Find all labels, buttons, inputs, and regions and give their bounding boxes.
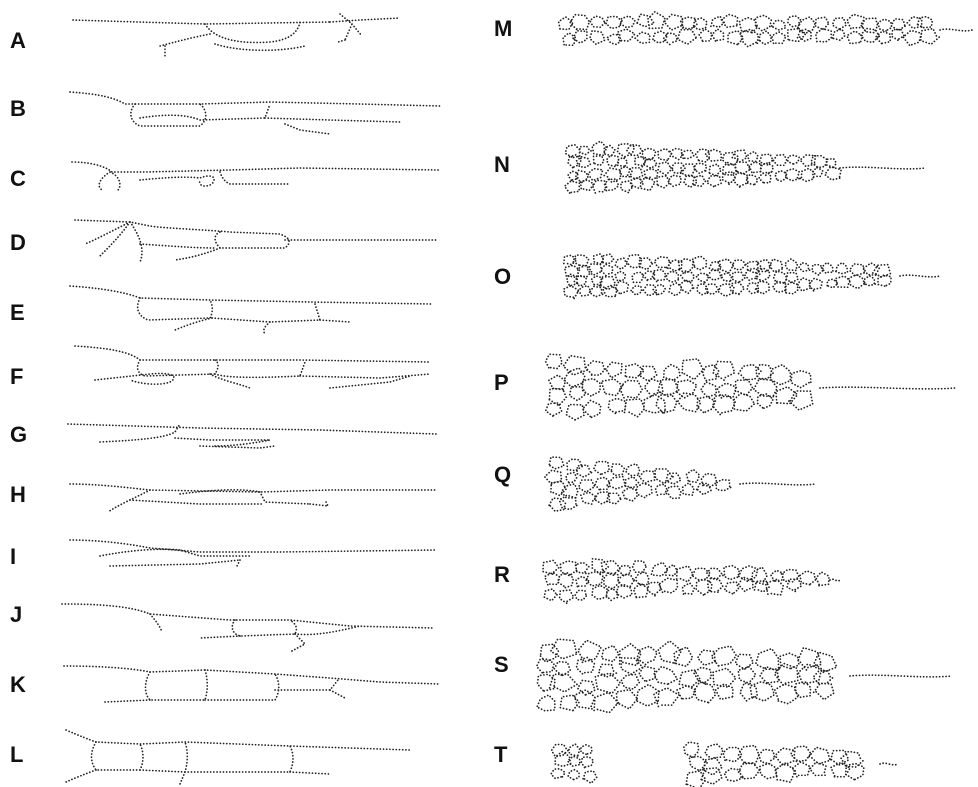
- panel-label-c: C: [10, 166, 26, 191]
- panel-drawing-b: [70, 92, 440, 134]
- panel-label-f: F: [10, 364, 23, 389]
- panel-label-s: S: [494, 652, 509, 677]
- panel-label-p: P: [494, 370, 509, 395]
- network-outline: [536, 639, 952, 713]
- network-outline: [543, 559, 840, 603]
- panel-drawing-p: [546, 354, 956, 420]
- panel-drawing-d: [75, 220, 436, 262]
- network-outline: [564, 254, 940, 299]
- panel-label-h: H: [10, 482, 26, 507]
- panel-label-i: I: [10, 544, 16, 569]
- network-outline: [546, 354, 956, 420]
- panel-drawing-r: [543, 559, 840, 603]
- panel-label-r: R: [494, 562, 510, 587]
- panel-drawing-j: [62, 604, 434, 652]
- panel-drawing-o: [564, 254, 940, 299]
- panel-drawing-l: [66, 730, 410, 784]
- panel-label-t: T: [494, 742, 508, 767]
- panel-drawing-k: [64, 666, 440, 702]
- panel-label-m: M: [494, 16, 512, 41]
- panel-drawing-i: [70, 540, 436, 568]
- network-outline: [565, 141, 926, 193]
- panel-drawing-f: [75, 346, 430, 388]
- panel-label-d: D: [10, 230, 26, 255]
- panel-label-g: G: [10, 422, 27, 447]
- panel-label-b: B: [10, 96, 26, 121]
- panel-label-j: J: [10, 602, 22, 627]
- panel-label-k: K: [10, 672, 26, 697]
- network-outline: [545, 457, 815, 511]
- panel-drawing-h: [70, 484, 436, 512]
- panel-label-e: E: [10, 300, 25, 325]
- network-outline: [684, 742, 898, 787]
- panel-label-q: Q: [494, 462, 511, 487]
- panel-drawing-e: [70, 286, 432, 334]
- panel-label-a: A: [10, 28, 26, 53]
- network-outline: [551, 744, 597, 783]
- panel-label-n: N: [494, 152, 510, 177]
- panel-drawing-t: [551, 742, 898, 787]
- panel-drawing-q: [545, 457, 815, 511]
- panel-label-o: O: [494, 264, 511, 289]
- panel-drawing-c: [72, 162, 440, 190]
- panel-drawing-a: [73, 14, 400, 58]
- panel-drawing-g: [68, 424, 436, 448]
- panel-drawing-n: [565, 141, 926, 193]
- panel-label-l: L: [10, 742, 23, 767]
- panel-drawing-s: [536, 639, 952, 713]
- panel-drawing-m: [559, 12, 972, 47]
- network-outline: [559, 12, 972, 47]
